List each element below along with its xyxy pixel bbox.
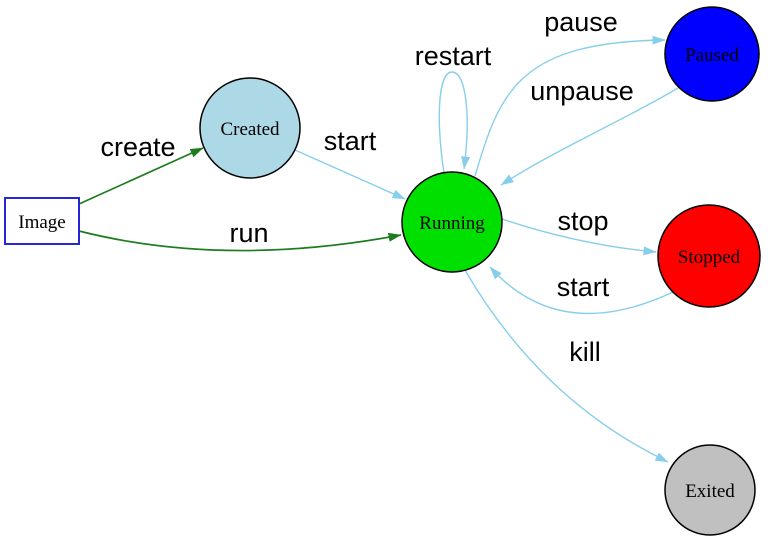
edge-pause [474,35,666,177]
state-node-label-paused: Paused [685,45,739,66]
edge-label-run: run [229,218,268,248]
state-node-created [199,77,301,179]
edge-unpause [500,87,679,186]
edge-run [78,230,402,252]
state-node-stopped [657,204,761,308]
edge-label-pause: pause [544,7,618,37]
state-node-label-exited: Exited [685,481,735,502]
state-node-exited [664,444,756,536]
state-node-running [401,171,503,273]
state-node-paused [664,6,760,102]
state-node-label-created: Created [220,119,280,140]
edge-create [78,147,204,205]
edge-label-stop: stop [557,206,608,236]
edge-stop [501,218,657,256]
edge-label-start-created-running: start [324,126,377,156]
edge-label-unpause: unpause [530,76,634,106]
edge-label-create: create [100,132,175,162]
edge-label-kill: kill [569,337,601,367]
edge-restart [438,71,471,174]
edge-label-restart: restart [415,41,492,71]
state-node-label-stopped: Stopped [678,247,741,268]
state-node-label-image: Image [18,212,65,233]
edge-start-stopped-running [489,266,674,315]
edge-label-start-stopped-running: start [557,272,610,302]
state-node-image [4,197,80,245]
edge-start-created-running [294,149,406,200]
state-node-label-running: Running [419,213,485,234]
edge-kill [464,269,669,463]
